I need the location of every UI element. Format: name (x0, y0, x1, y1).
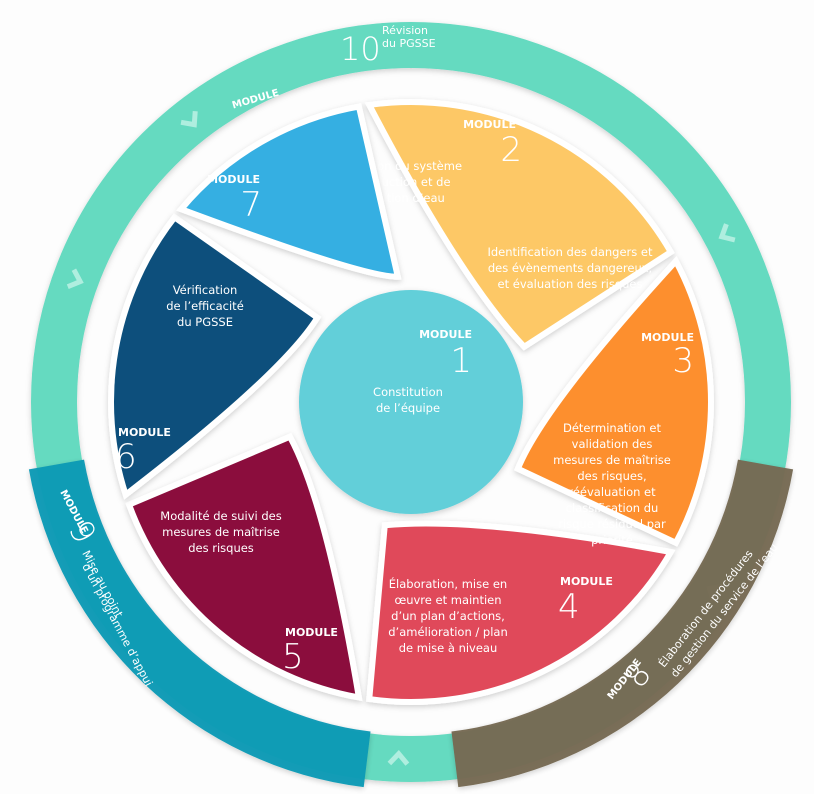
module-9-band-shape (28, 459, 371, 788)
module-1: MODULE 1 Constitution de l’équipe (299, 290, 523, 514)
module-4-desc-line7: risque résiduel par (558, 517, 666, 531)
module-1-label: MODULE (419, 328, 472, 341)
module-6-desc-line1: Modalité de suivi des (160, 509, 281, 523)
module-6-shape (108, 213, 322, 500)
module-5-desc-line2: œuvre et maintien (394, 593, 501, 607)
module-4-desc-line4: des risques, (577, 469, 646, 483)
module-5-desc-line5: de mise à niveau (399, 641, 498, 655)
module-2-label: MODULE (463, 118, 516, 131)
module-5-desc-line4: d’amélioration / plan (388, 625, 508, 639)
module-10-ring: MODULE 10 Révision du PGSSE (31, 22, 791, 782)
module-1-desc-line2: de l’équipe (376, 401, 440, 415)
module-3-desc-line1: Identification des dangers et (487, 245, 653, 259)
module-7-desc-line1: Vérification (173, 283, 238, 297)
module-7-desc-line3: du PGSSE (177, 315, 233, 329)
module-5-shape (125, 432, 363, 702)
module-7-label: MODULE (207, 173, 260, 186)
module-10-desc-line2: du PGSSE (382, 37, 436, 50)
module-5-desc-line1: Élaboration, mise en (389, 576, 507, 591)
module-4-desc-line1: Détermination et (563, 421, 662, 435)
outer-ring-track (31, 22, 791, 782)
module-4-desc-line2: validation des (572, 437, 653, 451)
module-3-desc-line3: et évaluation des risques (498, 277, 643, 291)
module-4-number: 4 (558, 587, 580, 627)
module-4-label: MODULE (560, 575, 613, 588)
chevron-arrow-icon (387, 750, 410, 766)
module-10-desc-line1: Révision (382, 24, 428, 37)
module-3-number: 3 (672, 341, 694, 381)
chevron-arrow-icon (66, 268, 84, 289)
chevron-arrow-icon (718, 223, 736, 243)
module-3-label: MODULE (641, 331, 694, 344)
module-3-shape (514, 255, 714, 547)
module-4-desc-line6: classification du (566, 501, 659, 515)
chevron-arrow-icon (180, 111, 198, 128)
module-7-number: 7 (240, 185, 262, 225)
module-8-band-shape (451, 459, 794, 788)
module-6-label: MODULE (118, 426, 171, 439)
module-4-desc-line5: réévaluation et (568, 485, 656, 499)
module-7-shape (176, 103, 402, 280)
module-4-shape (366, 520, 676, 705)
module-6-number: 6 (115, 437, 137, 477)
module-1-desc-line1: Constitution (373, 385, 443, 399)
module-2-shape (364, 99, 675, 351)
module-6-desc-line2: mesures de maîtrise (162, 525, 280, 539)
module-1-number: 1 (450, 341, 472, 381)
module-7-desc-line2: de l’efficacité (166, 299, 244, 313)
module-5-desc-line3: d’un plan d’actions, (391, 609, 505, 623)
module-4-desc-line3: mesures de maîtrise (553, 453, 671, 467)
module-10-number: 10 (340, 30, 381, 68)
module-4-desc-line8: priorité (591, 533, 633, 547)
module-3-desc-line2: des évènements dangereux, (488, 261, 652, 275)
module-5-number: 5 (282, 637, 304, 677)
module-1-circle (299, 290, 523, 514)
module-6-desc-line3: des risques (188, 541, 254, 555)
module-5-label: MODULE (285, 626, 338, 639)
module-2-number: 2 (500, 130, 522, 170)
